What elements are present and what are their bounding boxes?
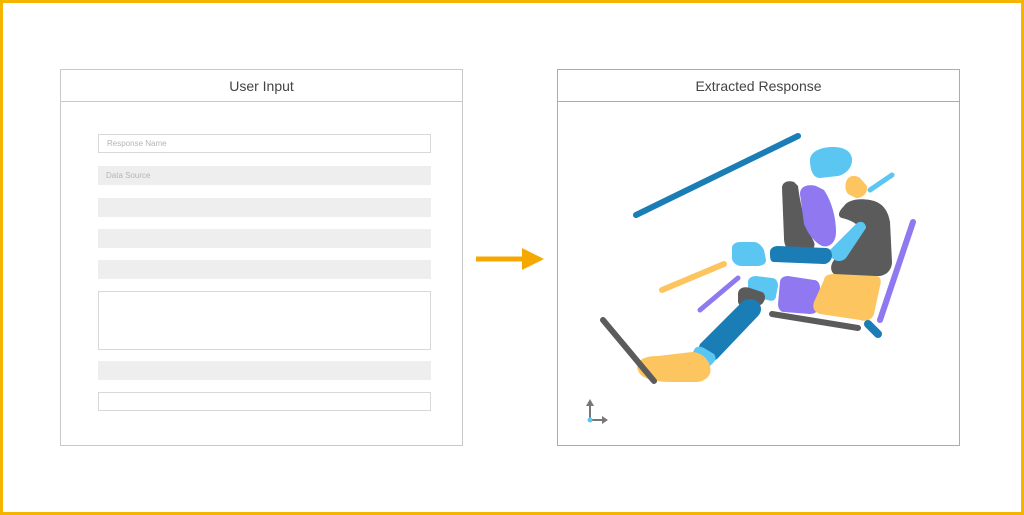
text-area-field[interactable] <box>98 291 431 350</box>
thigh-purple <box>778 276 820 314</box>
seat-headrest-gray <box>831 199 892 276</box>
shin-dark-blue <box>698 299 761 361</box>
input-field-7[interactable] <box>98 361 431 380</box>
hand-light-blue <box>732 242 766 266</box>
extracted-seated-figure <box>586 133 916 424</box>
footrest-gray <box>600 317 657 384</box>
input-field-8[interactable] <box>98 392 431 411</box>
right-arrow-icon <box>476 248 544 270</box>
seat-back-left-gray <box>782 181 815 250</box>
user-input-panel: User Input Response Name Data Source <box>60 69 463 446</box>
seat-base-gray <box>769 311 861 331</box>
diagonal-bar-dark-blue <box>633 133 801 218</box>
input-field-3[interactable] <box>98 198 431 217</box>
data-source-field[interactable]: Data Source <box>98 166 431 185</box>
seat-cushion-yellow <box>813 274 881 321</box>
armrest-yellow <box>659 261 727 293</box>
response-name-field[interactable]: Response Name <box>98 134 431 153</box>
input-field-5[interactable] <box>98 260 431 279</box>
foot-yellow <box>637 352 711 382</box>
input-field-4[interactable] <box>98 229 431 248</box>
forearm-dark-blue <box>770 246 832 264</box>
lower-bar-purple <box>697 275 741 313</box>
torso-purple <box>800 185 836 247</box>
seat-foot-dark-blue <box>864 320 882 338</box>
extracted-response-title: Extracted Response <box>558 70 959 102</box>
neck-piece-yellow <box>845 175 868 198</box>
small-bar-light-blue <box>867 172 895 193</box>
side-bar-purple <box>877 219 916 323</box>
user-input-title: User Input <box>61 70 462 102</box>
head-shape <box>810 147 852 178</box>
extracted-response-panel: Extracted Response <box>557 69 960 446</box>
coordinate-axes-icon <box>586 399 608 424</box>
upper-arm-light-blue <box>830 221 866 261</box>
